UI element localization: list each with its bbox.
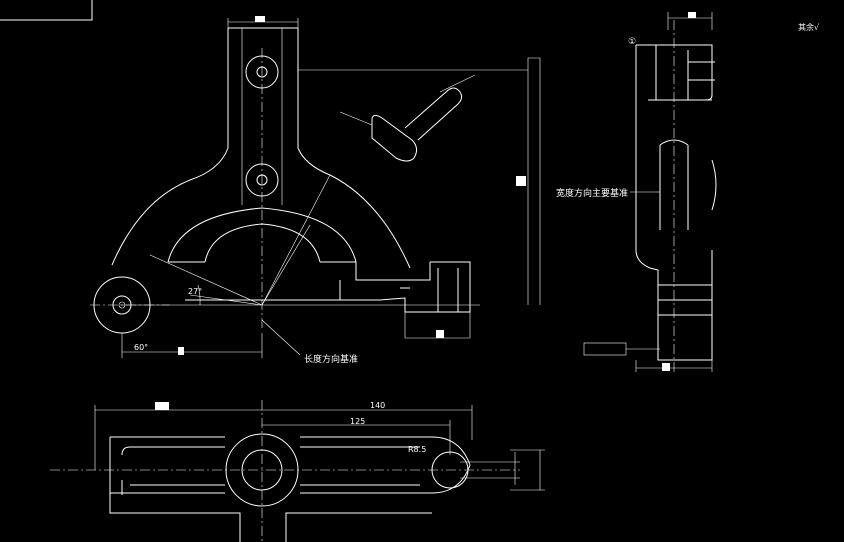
end-dims: [460, 452, 520, 485]
radius-leader-4: [189, 294, 263, 306]
arm-slot-lines: [241, 28, 283, 205]
side-slot: [659, 139, 689, 230]
height-dim-frame: [298, 57, 541, 305]
dim-r8-5: R8.5: [408, 445, 426, 454]
side-view: ① 宽度方向主要基准: [556, 12, 717, 372]
dim-125: 125: [350, 417, 365, 426]
height-dim-text: [516, 176, 526, 186]
length-datum-leader: [261, 319, 301, 356]
side-bottom-dim: [635, 360, 713, 372]
dim-text-block-3: [155, 402, 169, 410]
inner-arch: [167, 207, 357, 263]
dim-text-block: [255, 16, 265, 22]
base-details: [400, 268, 459, 312]
title-block-corner: [0, 0, 93, 21]
outer-right-contour: [297, 147, 411, 269]
top-base: [109, 437, 432, 542]
radius-leader-3: [149, 254, 263, 306]
vertical-arm: [227, 27, 299, 148]
length-datum-label: 长度方向基准: [304, 353, 358, 365]
roughness-note: 其余√: [798, 22, 820, 32]
side-bottom-dim-text: [662, 363, 670, 371]
top-outline: [110, 436, 471, 494]
side-dim-text: [688, 12, 696, 18]
top-view: 140 125 R8.5: [50, 400, 545, 542]
front-view: 27° 60° 长度方向基准: [90, 16, 541, 365]
end-height-dim: [510, 449, 545, 491]
top-dim-125: [262, 420, 451, 455]
section-mark: ①: [628, 37, 636, 47]
radius-leader-2: [261, 224, 311, 306]
knob-stem: [404, 87, 463, 141]
top-inner-slot: [121, 446, 420, 495]
right-base: [339, 261, 471, 313]
side-base-lines: [658, 284, 712, 316]
side-top: [636, 44, 713, 101]
angle-27-label: 27°: [188, 287, 202, 296]
bottom-dim-extensions: [121, 333, 263, 358]
knob-head: [371, 114, 418, 162]
dim-140: 140: [370, 401, 385, 410]
tolerance-frame: [583, 342, 627, 356]
side-bulge: [711, 159, 717, 211]
outer-left-contour: [111, 147, 229, 266]
knob-leader: [439, 74, 476, 93]
radius-leader-1: [261, 174, 331, 306]
width-datum-label: 宽度方向主要基准: [556, 187, 628, 199]
knob-leader-2: [339, 111, 373, 126]
side-top-details: [655, 45, 715, 100]
dim-text-block-2: [178, 347, 184, 355]
inner-arch-small: [204, 223, 321, 263]
base-dim-text: [436, 330, 444, 338]
angle-60-label: 60°: [134, 343, 148, 352]
